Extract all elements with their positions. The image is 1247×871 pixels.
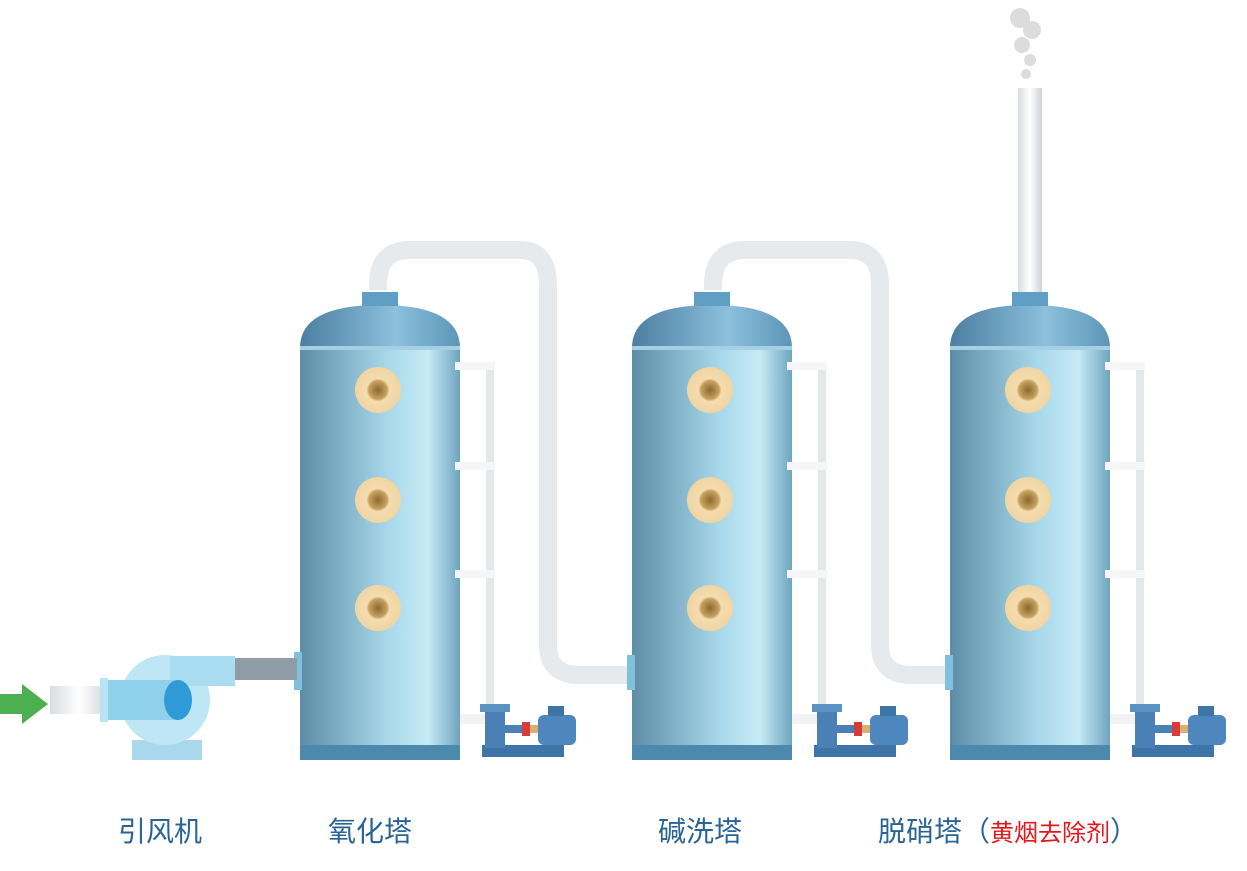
smoke-icon [1010,8,1041,79]
fan-label: 引风机 [118,815,203,848]
denitration-tower-name: 脱硝塔 [878,815,963,848]
paren-open: （ [962,815,991,848]
connecting-pipe [369,241,949,684]
oxidation-tower-label: 氧化塔 [328,815,413,848]
denitration-tower-label: 脱硝塔（黄烟去除剂） [878,810,1138,850]
additive-label: 黄烟去除剂 [990,819,1111,847]
induced-draft-fan [50,655,297,760]
paren-close: ） [1110,815,1139,848]
alkali-tower-label: 碱洗塔 [658,815,743,848]
chimney [1018,88,1042,293]
oxidation-tower [300,292,576,760]
inlet-arrow-icon [0,684,48,724]
denitration-tower [950,292,1226,760]
alkali-wash-tower [632,292,908,760]
